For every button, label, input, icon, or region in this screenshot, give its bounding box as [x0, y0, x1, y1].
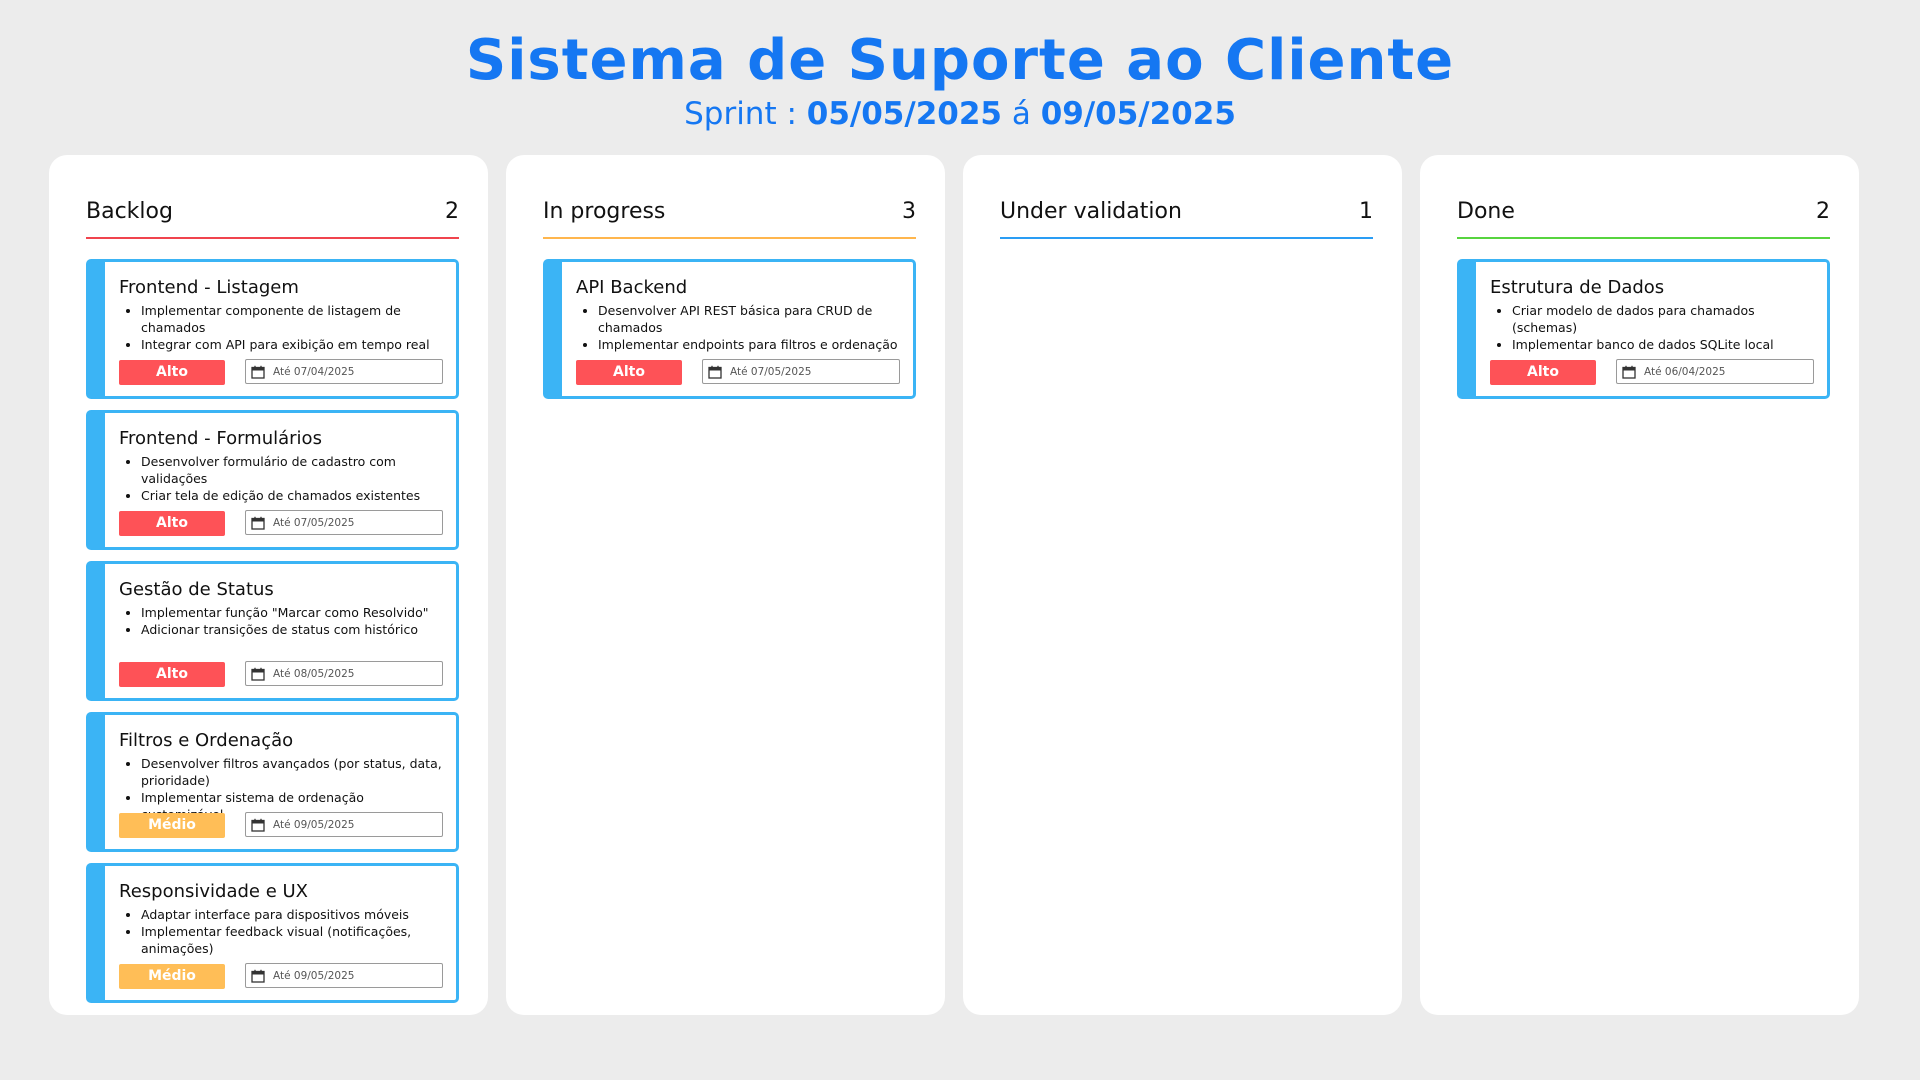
due-date-field[interactable]: Até 07/05/2025	[702, 359, 900, 384]
due-date-text: Até 06/04/2025	[1644, 365, 1726, 378]
card-task-item: Desenvolver filtros avançados (por statu…	[141, 755, 446, 789]
card-task-item: Implementar banco de dados SQLite local	[1512, 336, 1817, 353]
column-title: Backlog	[86, 198, 173, 224]
column-count: 2	[1816, 198, 1830, 224]
card-task-item: Implementar endpoints para filtros e ord…	[598, 336, 903, 353]
task-card[interactable]: Estrutura de DadosCriar modelo de dados …	[1457, 259, 1830, 399]
column-title: Under validation	[1000, 198, 1182, 224]
card-task-item: Implementar componente de listagem de ch…	[141, 302, 446, 336]
card-task-list: Implementar componente de listagem de ch…	[119, 302, 446, 353]
card-title: Frontend - Listagem	[119, 277, 299, 298]
due-date-field[interactable]: Até 07/04/2025	[245, 359, 443, 384]
column-title: Done	[1457, 198, 1515, 224]
card-task-item: Criar tela de edição de chamados existen…	[141, 487, 446, 504]
card-task-list: Criar modelo de dados para chamados (sch…	[1490, 302, 1817, 353]
calendar-icon	[708, 365, 722, 379]
due-date-text: Até 07/04/2025	[273, 365, 355, 378]
due-date-field[interactable]: Até 06/04/2025	[1616, 359, 1814, 384]
page-title: Sistema de Suporte ao Cliente	[465, 28, 1455, 93]
priority-badge[interactable]: Médio	[119, 964, 225, 989]
card-title: Filtros e Ordenação	[119, 730, 294, 751]
card-task-item: Adicionar transições de status com histó…	[141, 621, 446, 638]
calendar-icon	[1622, 365, 1636, 379]
calendar-icon	[251, 969, 265, 983]
card-task-item: Integrar com API para exibição em tempo …	[141, 336, 446, 353]
priority-badge[interactable]: Alto	[1490, 360, 1596, 385]
card-task-list: Desenvolver formulário de cadastro com v…	[119, 453, 446, 504]
column-header: Under validation 1	[1000, 183, 1373, 239]
card-task-list: Desenvolver API REST básica para CRUD de…	[576, 302, 903, 353]
card-task-item: Desenvolver API REST básica para CRUD de…	[598, 302, 903, 336]
card-title: Gestão de Status	[119, 579, 274, 600]
calendar-icon	[251, 516, 265, 530]
due-date-field[interactable]: Até 08/05/2025	[245, 661, 443, 686]
column-count: 2	[445, 198, 459, 224]
task-card[interactable]: Frontend - FormuláriosDesenvolver formul…	[86, 410, 459, 550]
column-divider	[86, 237, 459, 239]
card-task-item: Adaptar interface para dispositivos móve…	[141, 906, 446, 923]
column-header: Done 2	[1457, 183, 1830, 239]
card-task-list: Implementar função "Marcar como Resolvid…	[119, 604, 446, 638]
sprint-separator: á	[1001, 96, 1041, 132]
due-date-field[interactable]: Até 07/05/2025	[245, 510, 443, 535]
task-card[interactable]: API BackendDesenvolver API REST básica p…	[543, 259, 916, 399]
task-card[interactable]: Gestão de StatusImplementar função "Marc…	[86, 561, 459, 701]
task-card[interactable]: Filtros e OrdenaçãoDesenvolver filtros a…	[86, 712, 459, 852]
page-header: Sistema de Suporte ao Cliente Sprint : 0…	[0, 28, 1920, 134]
priority-badge[interactable]: Alto	[119, 511, 225, 536]
card-title: Frontend - Formulários	[119, 428, 322, 449]
column-header: In progress 3	[543, 183, 916, 239]
sprint-prefix: Sprint :	[684, 96, 807, 132]
priority-badge[interactable]: Médio	[119, 813, 225, 838]
column-divider	[543, 237, 916, 239]
card-task-item: Criar modelo de dados para chamados (sch…	[1512, 302, 1817, 336]
due-date-text: Até 09/05/2025	[273, 969, 355, 982]
calendar-icon	[251, 818, 265, 832]
priority-badge[interactable]: Alto	[119, 662, 225, 687]
column-count: 3	[902, 198, 916, 224]
card-list: API BackendDesenvolver API REST básica p…	[543, 259, 916, 399]
due-date-text: Até 07/05/2025	[273, 516, 355, 529]
card-task-item: Implementar feedback visual (notificaçõe…	[141, 923, 446, 957]
card-task-item: Desenvolver formulário de cadastro com v…	[141, 453, 446, 487]
sprint-dates: Sprint : 05/05/2025 á 09/05/2025	[0, 94, 1920, 134]
sprint-end-date: 09/05/2025	[1040, 96, 1236, 132]
card-title: API Backend	[576, 277, 688, 298]
due-date-field[interactable]: Até 09/05/2025	[245, 812, 443, 837]
column-count: 1	[1359, 198, 1373, 224]
priority-badge[interactable]: Alto	[576, 360, 682, 385]
priority-badge[interactable]: Alto	[119, 360, 225, 385]
column-divider	[1457, 237, 1830, 239]
task-card[interactable]: Frontend - ListagemImplementar component…	[86, 259, 459, 399]
card-list: Frontend - ListagemImplementar component…	[86, 259, 459, 1003]
column-title: In progress	[543, 198, 666, 224]
task-card[interactable]: Responsividade e UX Adaptar interface par…	[86, 863, 459, 1003]
column-header: Backlog 2	[86, 183, 459, 239]
due-date-text: Até 08/05/2025	[273, 667, 355, 680]
due-date-field[interactable]: Até 09/05/2025	[245, 963, 443, 988]
calendar-icon	[251, 667, 265, 681]
card-task-list: Adaptar interface para dispositivos móve…	[119, 906, 446, 957]
column-divider	[1000, 237, 1373, 239]
due-date-text: Até 09/05/2025	[273, 818, 355, 831]
calendar-icon	[251, 365, 265, 379]
column-under-validation: Under validation 1	[963, 155, 1402, 1015]
due-date-text: Até 07/05/2025	[730, 365, 812, 378]
card-list: Estrutura de DadosCriar modelo de dados …	[1457, 259, 1830, 399]
card-title: Estrutura de Dados	[1490, 277, 1665, 298]
card-task-item: Implementar função "Marcar como Resolvid…	[141, 604, 446, 621]
card-title: Responsividade e UX	[119, 881, 309, 902]
sprint-start-date: 05/05/2025	[806, 96, 1002, 132]
